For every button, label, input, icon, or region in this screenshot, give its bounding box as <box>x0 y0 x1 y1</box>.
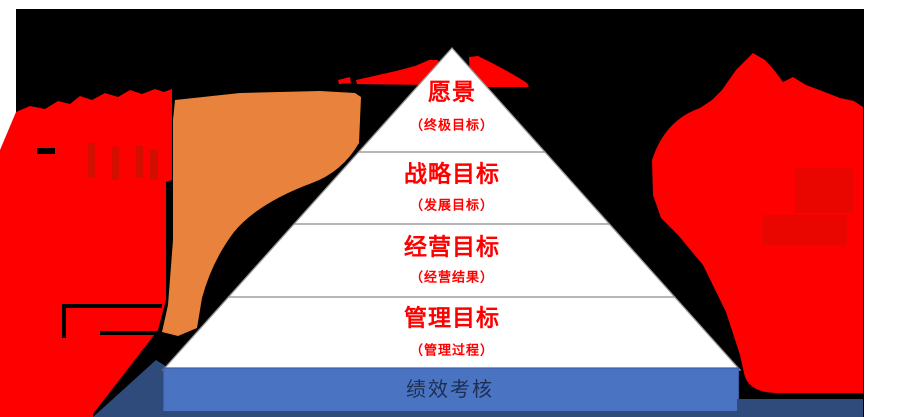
left-arrow-grunge-slits <box>37 148 164 338</box>
pyramid-level-dividers <box>229 151 676 298</box>
apex-left-arrow-tip <box>338 77 351 84</box>
orange-arrow-shape <box>162 91 361 336</box>
level-title-operating-goal: 经营目标 <box>404 233 500 260</box>
level-title-strategic-goal: 战略目标 <box>404 160 500 187</box>
level-title-vision: 愿景 <box>428 78 476 105</box>
base-bar-left-bevel <box>93 360 170 417</box>
level-subtitle-management-goal: （管理过程） <box>409 342 495 358</box>
level-subtitle-operating-goal: （经营结果） <box>409 269 495 285</box>
right-arrow-grunge-patches <box>762 168 853 245</box>
apex-right-arrow-tip-wedge <box>469 56 529 87</box>
right-red-arrow-shape <box>652 53 863 393</box>
apex-arrow-tips <box>338 56 529 87</box>
level-title-management-goal: 管理目标 <box>404 304 500 331</box>
left-arrow-grunge-streaks <box>88 143 158 180</box>
performance-bar <box>162 367 740 413</box>
apex-left-arrow-tip-wedge <box>356 60 444 85</box>
level-subtitle-strategic-goal: （发展目标） <box>409 197 495 213</box>
level-subtitle-vision: （终极目标） <box>409 117 495 133</box>
performance-bar-label: 绩效考核 <box>406 379 494 401</box>
base-bar-bottom-strip <box>163 399 863 417</box>
